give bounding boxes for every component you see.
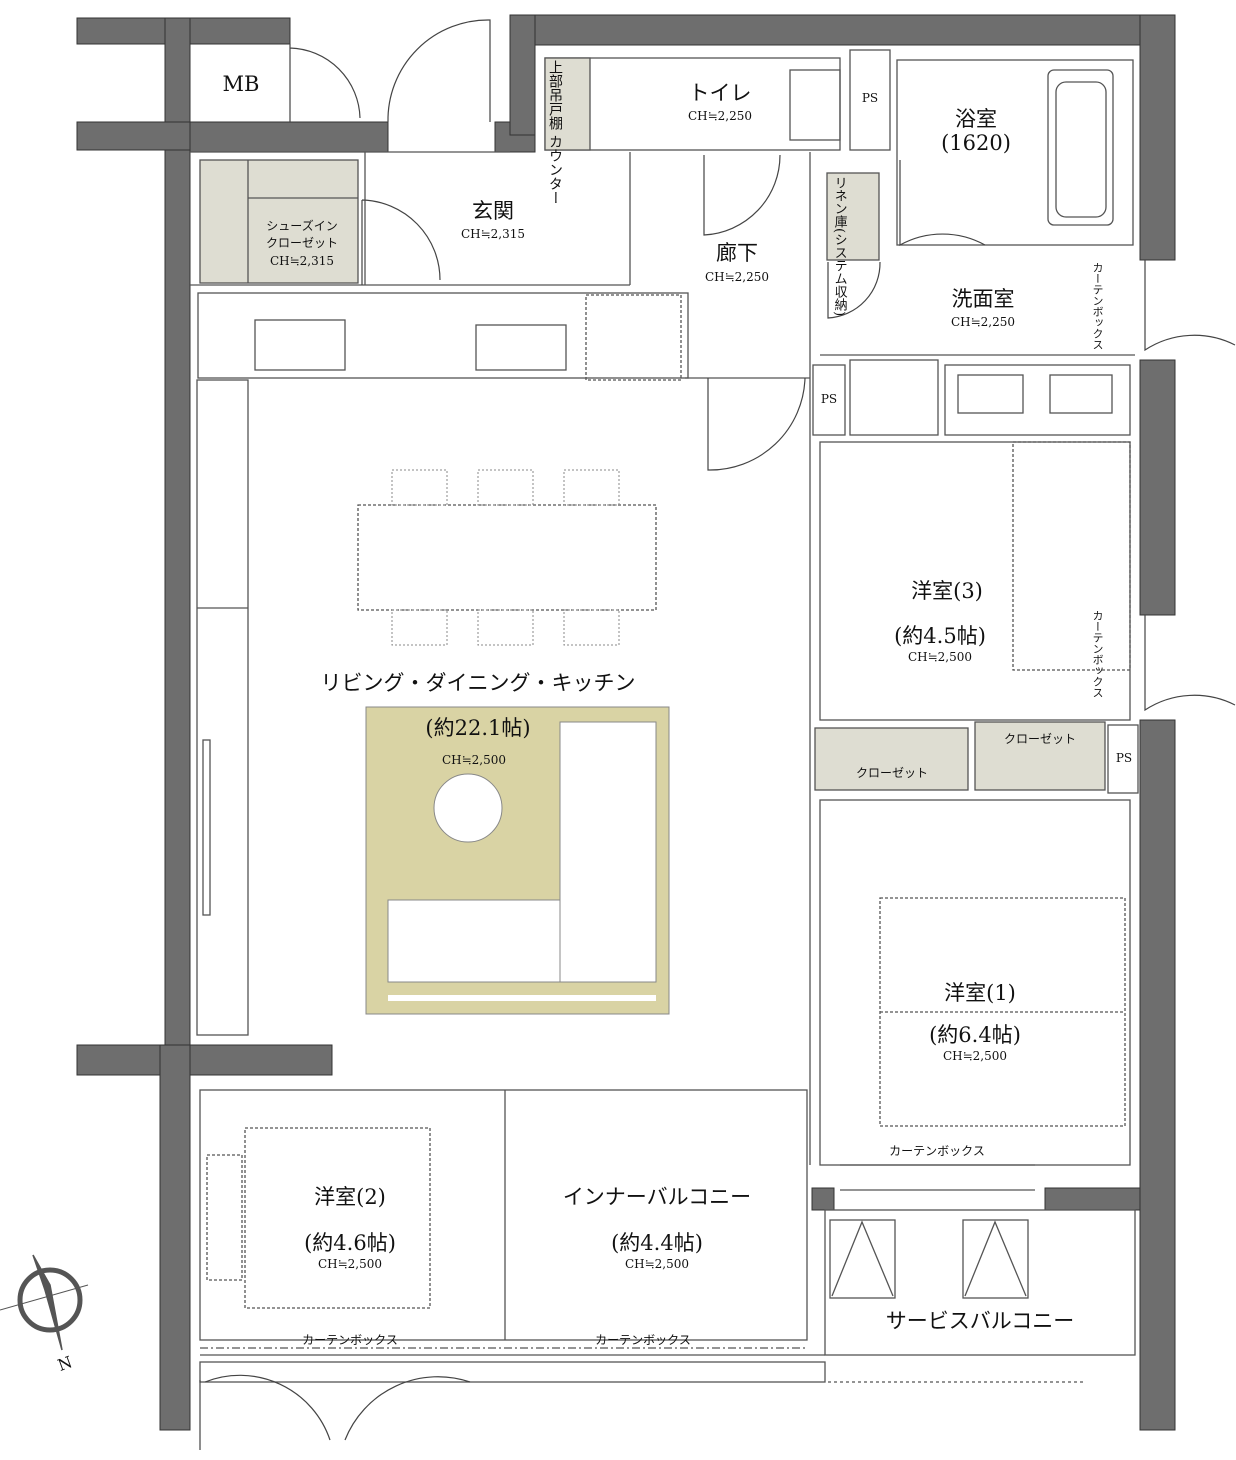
- chairs: [391, 469, 620, 646]
- curtain-box-label-inner-balcony: カーテンボックス: [595, 1333, 691, 1347]
- room-lines: [190, 49, 1139, 1383]
- linen-line2: (システム収納): [831, 228, 847, 317]
- ldk-size: (約22.1帖): [425, 716, 531, 740]
- ceiling-height-western2: CH≒2,500: [317, 1257, 383, 1271]
- bath-size: (1620): [941, 131, 1011, 155]
- room-name-toilet: トイレ: [688, 81, 752, 105]
- curtain-box-label-western2: カーテンボックス: [302, 1333, 398, 1347]
- counter-label-line1: カウンター: [547, 134, 563, 205]
- rug: [365, 706, 670, 1015]
- western1-size: (約6.4帖): [929, 1023, 1021, 1047]
- room-name-ldk: リビング・ダイニング・キッチン: [320, 671, 636, 695]
- western2-size: (約4.6帖): [304, 1231, 396, 1255]
- ceiling-height-inner-balcony: CH≒2,500: [624, 1257, 690, 1271]
- western3-size: (約4.5帖): [894, 624, 986, 648]
- ceiling-height-washroom: CH≒2,250: [950, 315, 1016, 329]
- walls: [76, 14, 1176, 1431]
- storage-fills: [199, 57, 880, 284]
- room-name-service-balcony: サービスバルコニー: [885, 1309, 1075, 1333]
- counter-label: 上部吊戸棚 カウンター: [547, 60, 563, 205]
- curtain-box-label-western3: カーテンボックス: [1091, 610, 1104, 698]
- ps-label-3: PS: [1115, 751, 1133, 765]
- ceiling-height-shoe-closet: CH≒2,315: [269, 254, 335, 268]
- compass-icon: [0, 1254, 89, 1351]
- curtain-box-label-western1: カーテンボックス: [889, 1144, 985, 1158]
- closet-label-2: クローゼット: [855, 766, 929, 780]
- ps-label-2: PS: [820, 392, 838, 406]
- curtain-box-label-washroom: カーテンボックス: [1091, 262, 1104, 350]
- counter-label-line2: 上部吊戸棚: [547, 60, 563, 130]
- ceiling-height-western1: CH≒2,500: [942, 1049, 1008, 1063]
- ceiling-height-toilet: CH≒2,250: [687, 109, 753, 123]
- shoe-closet-line2: クローゼット: [265, 236, 339, 250]
- linen-line1: リネン庫: [831, 176, 847, 228]
- room-name-western1: 洋室(1): [944, 981, 1016, 1005]
- room-label-mb: MB: [222, 72, 260, 96]
- room-name-hallway: 廊下: [716, 241, 758, 265]
- room-name-entrance: 玄関: [472, 199, 514, 223]
- ceiling-height-hallway: CH≒2,250: [704, 270, 770, 284]
- shoe-closet-line1: シューズイン: [266, 219, 338, 233]
- room-name-inner-balcony: インナーバルコニー: [562, 1185, 752, 1209]
- ceiling-height-ldk: CH≒2,500: [441, 753, 507, 767]
- room-name-bath: 浴室: [955, 107, 997, 131]
- ps-label-1: PS: [861, 91, 879, 105]
- ceiling-height-western3: CH≒2,500: [907, 650, 973, 664]
- linen-storage-label: リネン庫(システム収納): [831, 176, 847, 317]
- room-name-western2: 洋室(2): [314, 1185, 386, 1209]
- ceiling-height-entrance: CH≒2,315: [460, 227, 526, 241]
- closet-label-1: クローゼット: [1003, 732, 1077, 746]
- room-name-washroom: 洗面室: [951, 287, 1015, 311]
- inner-balcony-size: (約4.4帖): [611, 1231, 703, 1255]
- room-name-western3: 洋室(3): [911, 579, 983, 603]
- doors: [199, 19, 1236, 1450]
